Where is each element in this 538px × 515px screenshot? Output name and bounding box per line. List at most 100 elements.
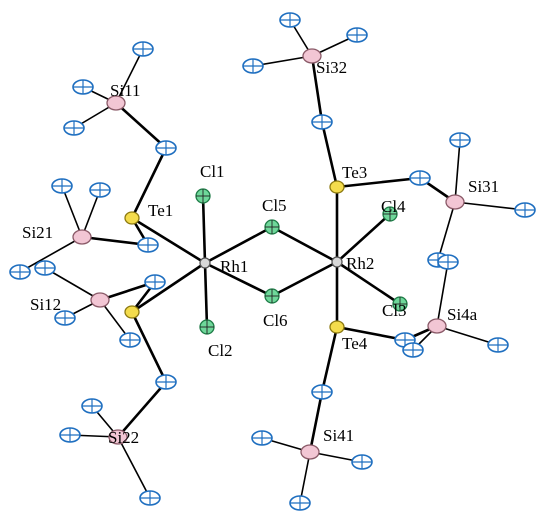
label-cl6: Cl6 <box>263 311 288 330</box>
carbon-atom <box>155 374 177 390</box>
si11-atom <box>106 95 126 111</box>
bond-te3-c <box>320 120 339 189</box>
te4-atom <box>329 320 345 334</box>
carbon-atom <box>72 79 94 95</box>
carbon-atom <box>242 58 264 74</box>
label-cl1: Cl1 <box>200 162 225 181</box>
bond-c-si21 <box>80 235 150 247</box>
label-si22: Si22 <box>108 428 139 447</box>
bond-rh1-te2 <box>130 261 207 314</box>
bond-te2-c <box>130 310 168 384</box>
label-rh1: Rh1 <box>220 257 248 276</box>
bond-si31-c3 <box>437 201 456 261</box>
rh1-atom <box>199 257 211 269</box>
carbon-atom <box>81 398 103 414</box>
bond-si4a-c2 <box>436 261 449 327</box>
carbon-atom <box>487 337 509 353</box>
label-te4: Te4 <box>342 334 368 353</box>
bond-te4-c2 <box>335 325 407 342</box>
rhodium-atoms <box>199 256 343 269</box>
label-cl5: Cl5 <box>262 196 287 215</box>
bond-si12-c1 <box>44 267 101 301</box>
bond-rh2-cl6 <box>270 260 339 298</box>
carbon-atom <box>9 264 31 280</box>
te2-atom <box>124 305 140 319</box>
carbon-atom <box>279 12 301 28</box>
carbon-atom <box>137 237 159 253</box>
carbon-atom <box>311 114 333 130</box>
bond-si21-c1 <box>61 185 83 238</box>
te3-atom <box>329 180 345 194</box>
label-cl4: Cl4 <box>381 197 406 216</box>
carbon-atom <box>251 430 273 446</box>
carbon-atom <box>437 254 459 270</box>
bond-te1-c <box>130 146 168 220</box>
bond-te4-c <box>320 325 339 394</box>
carbon-atom <box>51 178 73 194</box>
te1-atom <box>124 211 140 225</box>
bond-rh1-cl6 <box>203 261 274 298</box>
label-si31: Si31 <box>468 177 499 196</box>
bond-rh1-cl5 <box>203 225 274 265</box>
atom-labels: Si11 Si21 Si12 Si22 Si32 Si31 Si4a Si41 … <box>22 58 499 447</box>
label-si32: Si32 <box>316 58 347 77</box>
bond-rh2-cl4 <box>335 212 392 264</box>
bond-si21-c2 <box>81 189 101 238</box>
si4a-atom <box>427 318 447 334</box>
bond-si4a-c1 <box>436 325 499 346</box>
label-cl3: Cl3 <box>382 301 407 320</box>
carbon-atom <box>346 27 368 43</box>
bond-si41-c3 <box>299 451 311 504</box>
carbon-atom <box>402 342 424 358</box>
bond-te3-c2 <box>335 176 422 189</box>
bond-c-si11 <box>114 101 168 150</box>
carbon-atom <box>409 170 431 186</box>
carbon-atom <box>63 120 85 136</box>
carbon-atom <box>311 384 333 400</box>
si31-atom <box>445 194 465 210</box>
carbon-atom <box>34 260 56 276</box>
bond-rh1-cl1 <box>201 194 207 265</box>
bond-c-si41 <box>308 390 324 454</box>
carbon-atom <box>139 490 161 506</box>
silicon-atoms <box>72 48 465 460</box>
carbon-atom <box>155 140 177 156</box>
si22-atom <box>108 429 128 445</box>
carbon-atom <box>514 202 536 218</box>
bond-si22-c2 <box>117 436 151 499</box>
bond-si31-c2 <box>454 201 526 211</box>
bond-rh2-cl3 <box>335 260 402 306</box>
carbon-atom <box>144 274 166 290</box>
carbon-atom <box>89 182 111 198</box>
bond-c-si22 <box>116 380 168 439</box>
label-cl2: Cl2 <box>208 341 233 360</box>
label-si4a: Si4a <box>447 305 478 324</box>
carbon-atom <box>59 427 81 443</box>
bond-rh1-cl2 <box>203 261 209 329</box>
label-te1: Te1 <box>148 201 173 220</box>
label-si11: Si11 <box>110 81 141 100</box>
bond-rh1-te1 <box>130 216 207 265</box>
bond-rh2-cl5 <box>270 225 339 264</box>
carbon-atom <box>449 132 471 148</box>
tellurium-atoms <box>124 180 345 334</box>
bond-si11-c2 <box>115 48 144 104</box>
si32-atom <box>302 48 322 64</box>
si21-atom <box>72 229 92 245</box>
label-si12: Si12 <box>30 295 61 314</box>
bond-c-si32 <box>310 54 324 124</box>
label-si41: Si41 <box>323 426 354 445</box>
carbon-atom <box>351 454 373 470</box>
rh2-atom <box>331 256 343 268</box>
si41-atom <box>300 444 320 460</box>
label-si21: Si21 <box>22 223 53 242</box>
carbon-atom <box>132 41 154 57</box>
carbon-atom <box>289 495 311 511</box>
bond-si31-c1 <box>454 139 461 203</box>
bond-si21-c3 <box>19 236 83 273</box>
carbon-atom <box>119 332 141 348</box>
si12-atom <box>90 292 110 308</box>
chlorine-atoms <box>195 188 408 335</box>
